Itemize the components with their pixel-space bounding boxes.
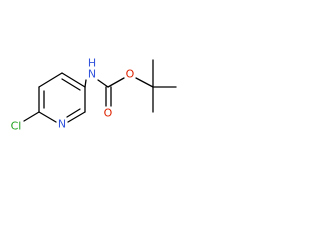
- ring-bond-c3-c4: [38, 72, 63, 88]
- chlorine-atom-label: Cl: [11, 120, 22, 133]
- tert-butyl-group: [152, 59, 177, 113]
- ring-bond-c6-n1-inner: [66, 108, 81, 118]
- bond-amide-nitrogen-carbonyl: [97, 79, 109, 88]
- carbonyl-oxygen-atom-label: O: [104, 107, 113, 120]
- ring-bond-c4-c5: [61, 72, 86, 88]
- bond-ester-oxygen-tbutyl: [135, 77, 154, 88]
- bond-c2-chlorine: [23, 111, 40, 122]
- ring-bond-c6-n1: [67, 111, 86, 123]
- chemical-structure-diagram: Cl N H N O O: [11, 57, 177, 133]
- ring-bond-n1-c2: [38, 111, 57, 123]
- pyridine-ring: [38, 72, 86, 123]
- amide-hydrogen-atom-label: H: [88, 57, 96, 70]
- bond-carbonyl-ester-oxygen: [107, 77, 125, 88]
- ester-oxygen-atom-label: O: [126, 68, 135, 81]
- amide-nitrogen-atom-label: N: [88, 68, 96, 81]
- ring-bond-c4-c5-inner: [61, 78, 81, 91]
- ring-nitrogen-atom-label: N: [58, 118, 66, 131]
- bond-c5-amide-nitrogen: [84, 79, 87, 88]
